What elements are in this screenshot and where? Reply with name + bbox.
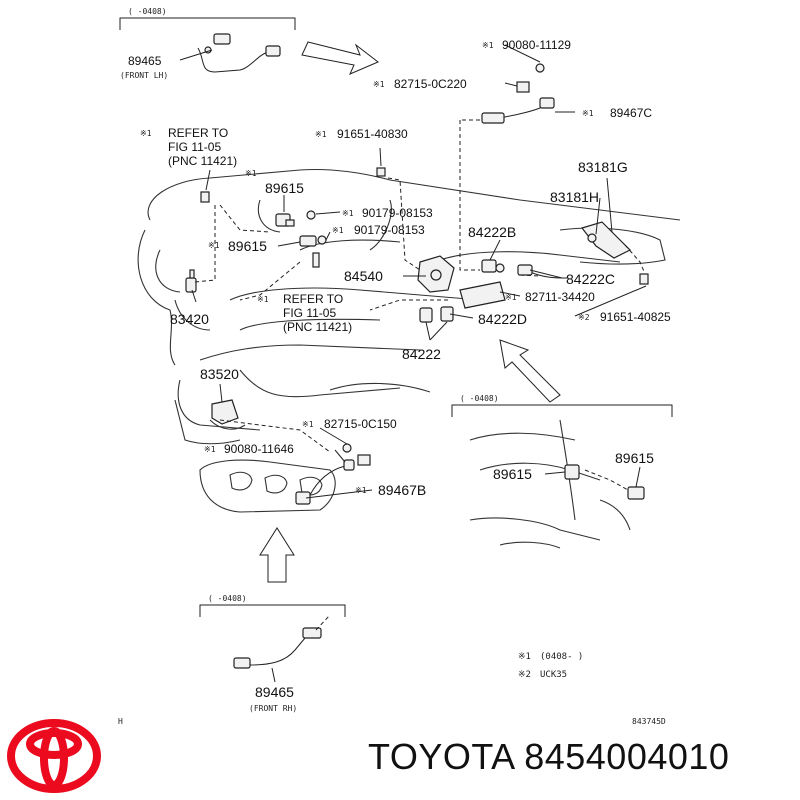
sensor-89615-c (564, 464, 580, 480)
sensor-89465-rh (233, 627, 322, 669)
label-89467c: 89467C (610, 106, 652, 120)
svg-text:※1: ※1 (582, 109, 594, 118)
sensor-89615-a (275, 210, 316, 227)
bracket-top-left: ( -0408) (119, 7, 296, 30)
label-89615-b: 89615 (228, 238, 267, 254)
bracket-right: ( -0408) (451, 394, 673, 417)
arrow-top (301, 41, 379, 75)
sensor-83420 (185, 269, 197, 293)
label-89615-c: 89615 (493, 466, 532, 482)
arrow-bottom (259, 527, 295, 583)
note-2-text: UCK35 (540, 670, 567, 680)
sensor-89615-b (299, 235, 327, 268)
sensor-89615-d (627, 486, 645, 500)
brand-title: TOYOTA 8454004010 (368, 736, 729, 778)
label-83420: 83420 (170, 311, 209, 327)
svg-text:※1: ※1 (208, 241, 220, 250)
dashed-guides (194, 119, 646, 631)
label-refer1-a: REFER TO (168, 126, 228, 140)
label-refer2-b: FIG 11-05 (283, 306, 336, 320)
svg-text:※1: ※1 (518, 652, 531, 662)
label-90179-08153-b: 90179-08153 (354, 223, 425, 237)
bracket-82711-34420 (459, 281, 506, 309)
svg-text:※1: ※1 (482, 41, 494, 50)
arrow-right (499, 339, 561, 403)
svg-text:※1: ※1 (245, 169, 257, 178)
label-84222c: 84222C (566, 271, 615, 287)
label-84222: 84222 (402, 346, 441, 362)
brand-part-number: 8454004010 (524, 736, 730, 777)
sensor-89467b (295, 443, 371, 505)
svg-text:※1: ※1 (315, 130, 327, 139)
svg-text:( -0408): ( -0408) (208, 594, 247, 603)
svg-text:※2: ※2 (578, 313, 590, 322)
label-90179-08153-a: 90179-08153 (362, 206, 433, 220)
toyota-logo (7, 719, 101, 793)
label-91651-40825: 91651-40825 (600, 310, 671, 324)
svg-text:※1: ※1 (355, 486, 367, 495)
svg-text:( -0408): ( -0408) (128, 7, 167, 16)
svg-text:※1: ※1 (302, 420, 314, 429)
sensor-83520 (211, 399, 239, 425)
svg-text:※1: ※1 (342, 209, 354, 218)
label-refer1-b: FIG 11-05 (168, 140, 221, 154)
label-refer2-c: (PNC 11421) (283, 320, 352, 334)
bolt-refer1 (200, 191, 210, 203)
label-84222b: 84222B (468, 224, 516, 240)
label-refer1-c: (PNC 11421) (168, 154, 237, 168)
bracket-bottom: ( -0408) (199, 594, 346, 617)
sensor-84540 (417, 255, 455, 293)
leader-lines (179, 44, 647, 683)
diagram-id: 843745D (632, 717, 666, 726)
label-89615-a: 89615 (265, 180, 304, 196)
svg-text:※1: ※1 (332, 226, 344, 235)
label-front-rh: (FRONT RH) (249, 704, 297, 713)
label-83181g: 83181G (578, 159, 628, 175)
label-front-lh: (FRONT LH) (120, 71, 168, 80)
sensor-84222b (481, 259, 505, 273)
label-84222d: 84222D (478, 311, 527, 327)
brand-name: TOYOTA (368, 736, 514, 777)
label-82715-0c150: 82715-0C150 (324, 417, 397, 431)
svg-text:※1: ※1 (257, 295, 269, 304)
svg-text:※1: ※1 (373, 80, 385, 89)
notes-legend: ※1 (0408- ) ※2 UCK35 (518, 652, 583, 680)
svg-text:※2: ※2 (518, 670, 531, 680)
svg-text:( -0408): ( -0408) (460, 394, 499, 403)
label-89615-d: 89615 (615, 450, 654, 466)
note-1-text: (0408- ) (540, 652, 583, 662)
label-90080-11129: 90080-11129 (502, 38, 571, 52)
label-89465-lh: 89465 (128, 54, 162, 68)
part-labels: 89465 (FRONT LH) ※1 90080-11129 ※1 82715… (120, 38, 671, 713)
svg-text:※1: ※1 (204, 445, 216, 454)
svg-text:※1: ※1 (505, 293, 517, 302)
label-84540: 84540 (344, 268, 383, 284)
corner-mark: H (118, 717, 123, 726)
sensor-84222c (517, 264, 569, 279)
sensor-89465-lh (197, 33, 281, 73)
label-refer2-a: REFER TO (283, 292, 343, 306)
sensor-89467c (481, 63, 555, 124)
label-89467b: 89467B (378, 482, 426, 498)
bolt-91651-40830 (376, 167, 386, 177)
label-83181h: 83181H (550, 189, 599, 205)
label-83520: 83520 (200, 366, 239, 382)
label-82711-34420: 82711-34420 (525, 290, 595, 304)
label-82715-0c220: 82715-0C220 (394, 77, 467, 91)
label-90080-11646: 90080-11646 (224, 442, 294, 456)
svg-text:※1: ※1 (140, 129, 152, 138)
label-89465-rh: 89465 (255, 684, 294, 700)
label-91651-40830: 91651-40830 (337, 127, 408, 141)
sensor-84222d (419, 306, 454, 323)
